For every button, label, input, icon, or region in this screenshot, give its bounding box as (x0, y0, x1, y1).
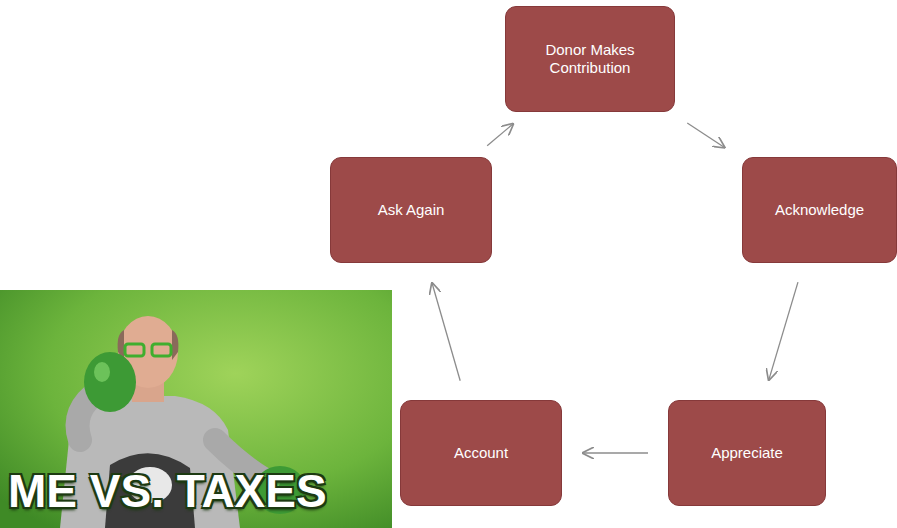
figure-hair (118, 330, 179, 360)
process-box: Ask Again (330, 157, 492, 263)
process-box: Acknowledge (742, 157, 897, 263)
box-label: Donor Makes Contribution (506, 41, 674, 77)
cycle-arrow (769, 282, 798, 381)
cycle-arrow (687, 123, 725, 148)
box-label: Acknowledge (765, 201, 874, 219)
box-label: Account (444, 444, 518, 462)
meme-background (0, 290, 392, 528)
box-label: Appreciate (701, 444, 793, 462)
process-box: Account (400, 400, 562, 506)
process-box: Appreciate (668, 400, 826, 506)
boxing-glove-left-shine (94, 362, 110, 382)
process-box: Donor Makes Contribution (505, 6, 675, 112)
cycle-arrow (432, 282, 460, 381)
figure-glasses-right (152, 344, 171, 356)
cycle-arrow (582, 452, 648, 453)
figure-glasses-left (125, 344, 144, 356)
boxing-glove-left (84, 352, 136, 412)
cycle-arrow (487, 123, 514, 146)
meme-caption: ME VS. TAXES (8, 468, 327, 514)
box-label: Ask Again (368, 201, 455, 219)
